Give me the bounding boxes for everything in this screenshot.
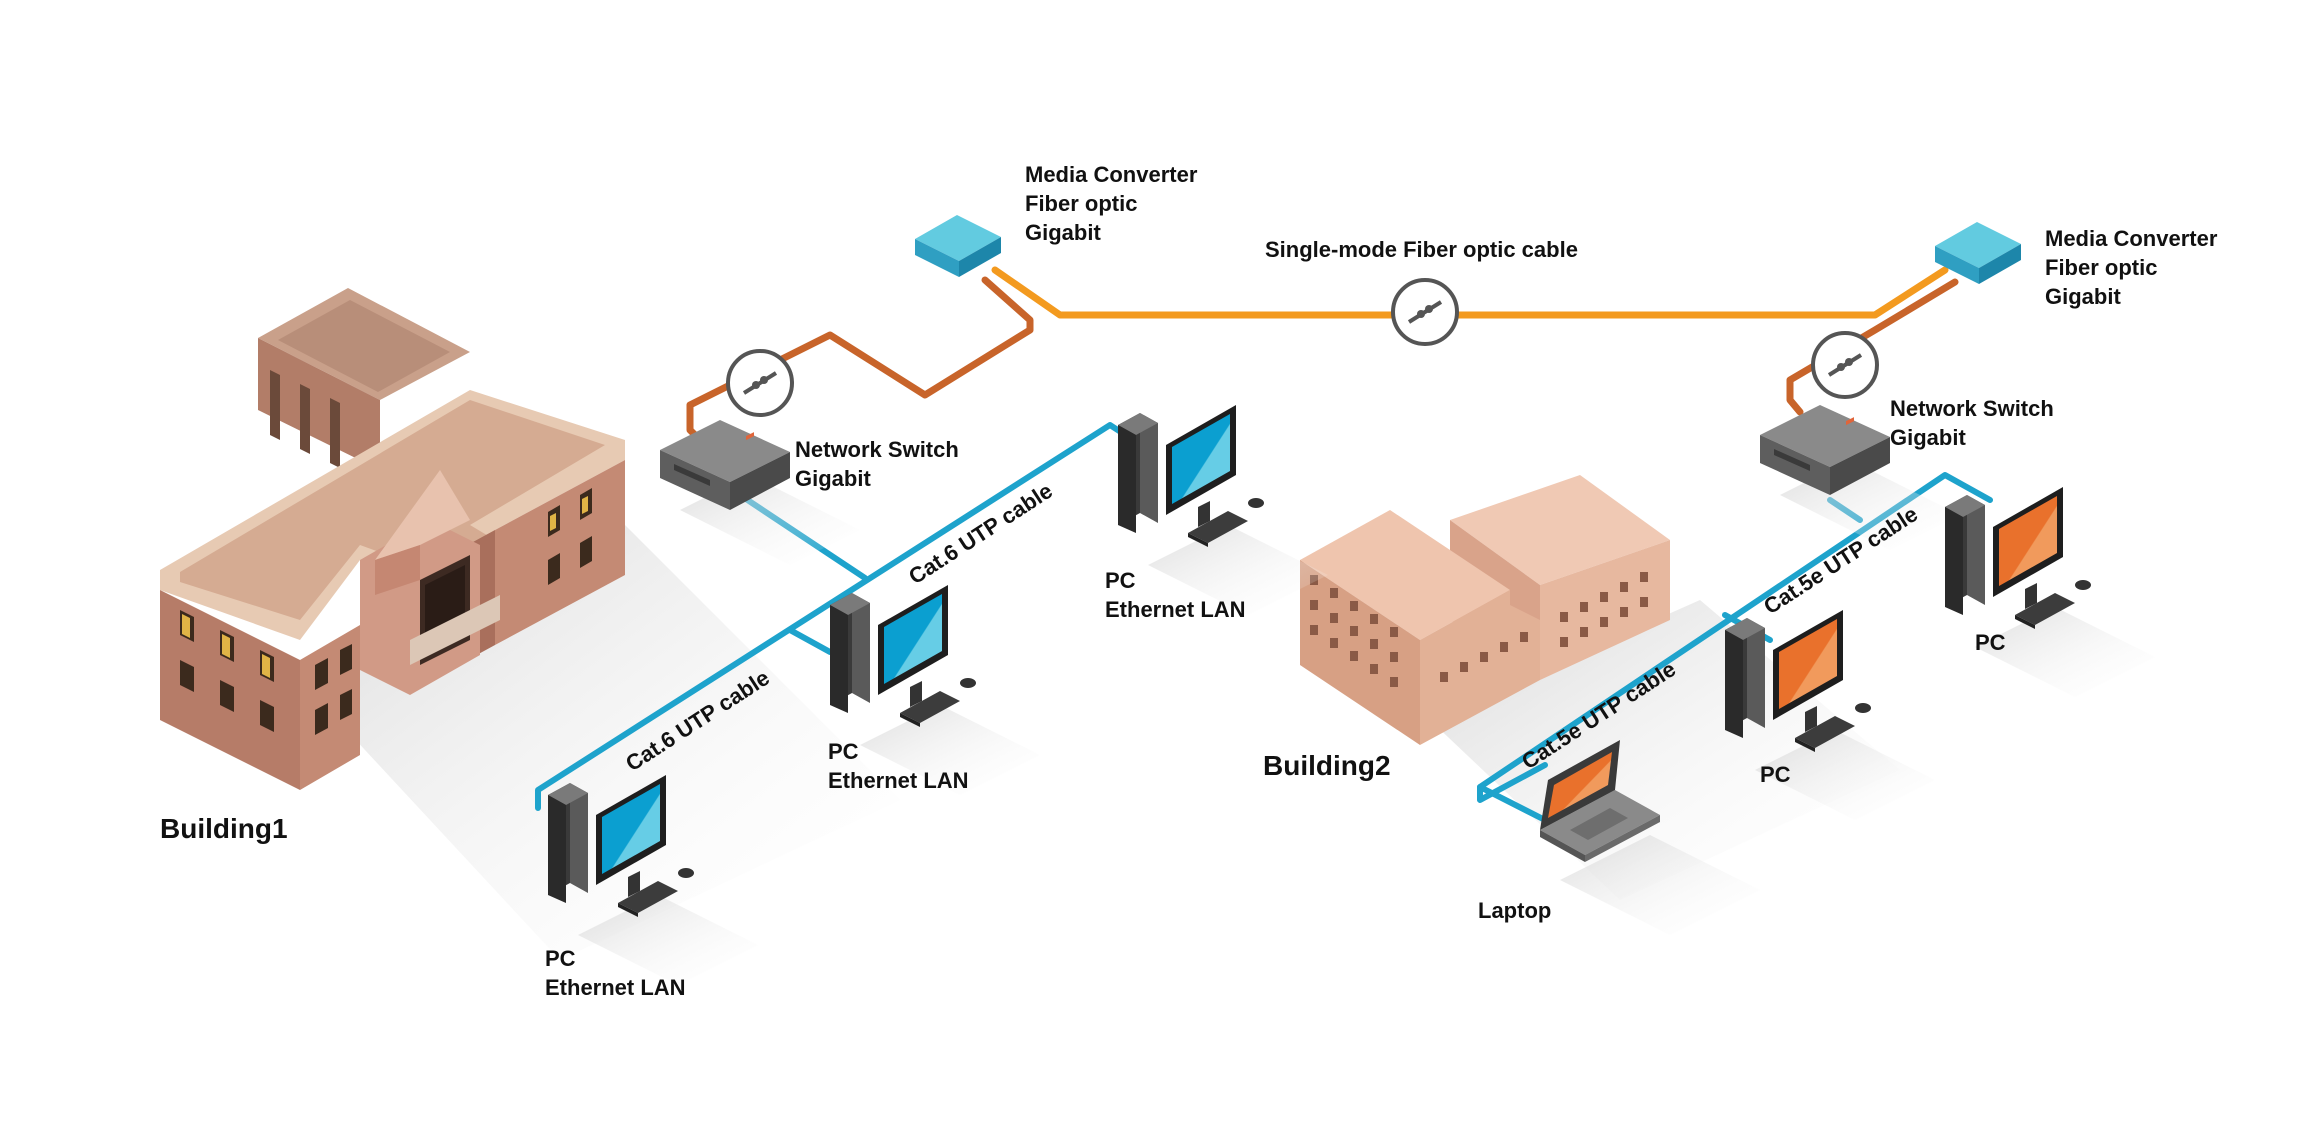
switch-left-label: Network Switch Gigabit — [795, 437, 959, 491]
svg-text:Ethernet LAN: Ethernet LAN — [545, 975, 686, 1000]
fiber-optic-cable-orange — [991, 266, 1949, 319]
building1-label: Building1 — [160, 813, 288, 844]
svg-text:Network Switch: Network Switch — [795, 437, 959, 462]
svg-text:Network Switch: Network Switch — [1890, 396, 2054, 421]
svg-text:Gigabit: Gigabit — [795, 466, 871, 491]
svg-text:PC: PC — [545, 946, 576, 971]
b2-pc-right-label: PC — [1975, 630, 2006, 655]
desktop-pc-icon — [1118, 405, 1328, 615]
fiber-patch-right — [1786, 278, 1959, 416]
media-converter-right-label: Media Converter Fiber optic Gigabit — [2045, 226, 2218, 309]
media-converter-left-label: Media Converter Fiber optic Gigabit — [1025, 162, 1198, 245]
building2-label: Building2 — [1263, 750, 1391, 781]
fiber-cables — [686, 266, 1959, 444]
building1 — [160, 288, 900, 960]
pc-top-label: PC Ethernet LAN — [1105, 568, 1246, 622]
laptop-icon — [1540, 740, 1760, 935]
media-converter-icon — [915, 215, 1001, 277]
laptop-label: Laptop — [1478, 898, 1551, 923]
cable-clamp-icon — [1391, 278, 1459, 346]
svg-text:Media Converter: Media Converter — [2045, 226, 2218, 251]
desktop-pc-icon — [1945, 487, 2155, 697]
svg-text:Ethernet LAN: Ethernet LAN — [1105, 597, 1246, 622]
svg-text:Gigabit: Gigabit — [2045, 284, 2121, 309]
pc-middle-label: PC Ethernet LAN — [828, 739, 969, 793]
b2-pc-middle-label: PC — [1760, 762, 1791, 787]
svg-text:Gigabit: Gigabit — [1890, 425, 1966, 450]
pc-bottom-label: PC Ethernet LAN — [545, 946, 686, 1000]
svg-text:Fiber optic: Fiber optic — [2045, 255, 2157, 280]
switch-right-label: Network Switch Gigabit — [1890, 396, 2054, 450]
svg-text:Fiber optic: Fiber optic — [1025, 191, 1137, 216]
fiber-cable-label: Single-mode Fiber optic cable — [1265, 237, 1578, 262]
svg-text:PC: PC — [828, 739, 859, 764]
media-converter-icon — [1935, 222, 2021, 284]
svg-text:PC: PC — [1105, 568, 1136, 593]
svg-text:Ethernet LAN: Ethernet LAN — [828, 768, 969, 793]
cable-clamp-icon — [726, 349, 794, 417]
svg-text:Media Converter: Media Converter — [1025, 162, 1198, 187]
svg-text:Gigabit: Gigabit — [1025, 220, 1101, 245]
cat6-cable-label-upper: Cat.6 UTP cable — [904, 478, 1057, 589]
cable-clamp-icon — [1811, 331, 1879, 399]
fiber-patch-left — [686, 276, 1034, 444]
